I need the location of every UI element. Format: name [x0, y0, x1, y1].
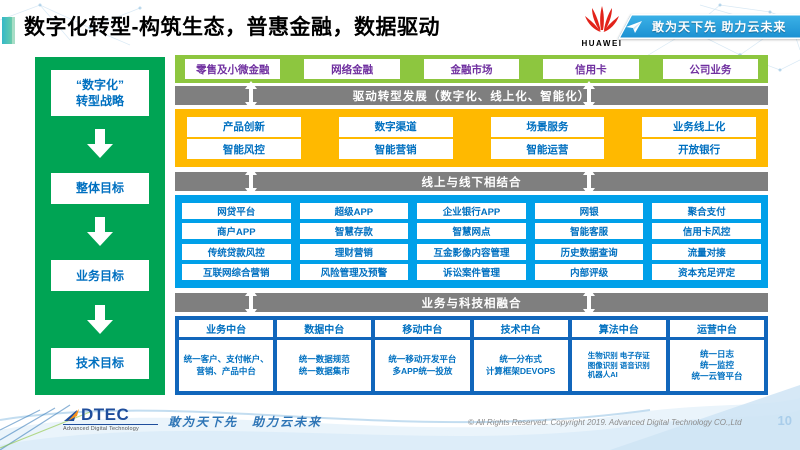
connector-online-offline: 线上与线下相结合 — [175, 167, 768, 196]
paper-plane-icon — [626, 20, 642, 33]
application-cell: 智慧存款 — [299, 223, 409, 240]
updown-arrow-icon — [583, 288, 595, 317]
arrow-down-icon — [87, 216, 113, 247]
business-lines-band: 零售及小微金融 网络金融 金融市场 信用卡 公司业务 — [175, 55, 768, 83]
business-line-cell: 零售及小微金融 — [185, 59, 281, 79]
business-line-cell: 公司业务 — [662, 59, 759, 79]
architecture-diagram: 零售及小微金融 网络金融 金融市场 信用卡 公司业务 驱动转型发展（数字化、线上… — [175, 55, 768, 395]
application-cell: 资本充足评定 — [652, 263, 761, 280]
updown-arrow-icon — [245, 288, 257, 317]
footer-slogan: 敢为天下先 助力云未来 — [168, 415, 323, 429]
application-cell: 诉讼案件管理 — [417, 263, 526, 280]
capability-row: 智能风控 智能营销 智能运营 开放银行 — [187, 139, 756, 160]
platform-title: 算法中台 — [571, 320, 666, 337]
page-number: 10 — [777, 413, 792, 428]
application-cell: 传统贷款风控 — [182, 243, 291, 260]
application-cell: 超级APP — [299, 203, 409, 220]
capability-cell: 场景服务 — [490, 116, 605, 137]
application-cell: 风险管理及预警 — [299, 263, 409, 280]
title-bar: 数字化转型-构筑生态，普惠金融，数据驱动 HUAWEI 敢为天下先 助力云未来 — [0, 6, 800, 50]
sidebar-item-tech-goal: 技术目标 — [51, 347, 149, 379]
application-cell: 互联网综合营销 — [182, 263, 291, 280]
connector-label: 线上与线下相结合 — [421, 176, 522, 189]
capability-cell: 智能营销 — [338, 139, 453, 160]
capability-cell: 智能风控 — [187, 139, 301, 160]
application-cell: 网银 — [534, 203, 644, 220]
application-cell: 商户APP — [182, 223, 291, 240]
application-band: 网贷平台 超级APP 企业银行APP 网银 聚合支付 商户APP 智慧存款 智慧… — [175, 195, 768, 288]
adtec-subtitle: Advanced Digital Technology — [63, 424, 158, 432]
platform-title: 移动中台 — [375, 320, 470, 337]
capability-row: 产品创新 数字渠道 场景服务 业务线上化 — [187, 116, 756, 137]
adtec-logo: DTEC Advanced Digital Technology — [63, 406, 158, 432]
application-cell: 流量对接 — [652, 243, 761, 260]
capability-cell: 智能运营 — [490, 139, 605, 160]
business-line-cell: 网络金融 — [304, 59, 400, 79]
capability-band: 产品创新 数字渠道 场景服务 业务线上化 智能风控 智能营销 智能运营 开放银行 — [175, 109, 768, 167]
application-cell: 网贷平台 — [182, 203, 291, 220]
footer: DTEC Advanced Digital Technology 敢为天下先 助… — [0, 395, 800, 450]
platform-title: 运营中台 — [669, 320, 765, 337]
huawei-wordmark: HUAWEI — [581, 39, 623, 48]
sidebar-item-digital-strategy: “数字化” 转型战略 — [51, 70, 149, 116]
business-line-cell: 金融市场 — [423, 59, 520, 79]
adtec-arrow-icon — [64, 409, 79, 421]
updown-arrow-icon — [245, 167, 257, 196]
platform-title: 数据中台 — [277, 320, 372, 337]
banner-slogan: 敢为天下先 助力云未来 — [652, 20, 787, 34]
platform-title: 技术中台 — [473, 320, 568, 337]
platform-desc: 生物识别 电子存证 图像识别 语音识别 机器人AI — [571, 340, 666, 391]
capability-cell: 产品创新 — [187, 116, 301, 137]
platform-column-mobile: 移动中台 统一移动开发平台 多APP统一投放 — [375, 320, 470, 391]
platform-column-operation: 运营中台 统一日志 统一监控 统一云管平台 — [669, 320, 765, 391]
application-cell: 企业银行APP — [417, 203, 526, 220]
connector-label: 业务与科技相融合 — [421, 297, 522, 310]
business-line-cell: 信用卡 — [543, 59, 639, 79]
capability-cell: 开放银行 — [642, 139, 756, 160]
application-row: 商户APP 智慧存款 智慧网点 智能客服 信用卡风控 — [182, 223, 761, 240]
copyright-text: © All Rights Reserved. Copyright 2019. A… — [468, 418, 742, 427]
application-row: 互联网综合营销 风险管理及预警 诉讼案件管理 内部评级 资本充足评定 — [182, 263, 761, 280]
sidebar-item-business-goal: 业务目标 — [51, 260, 149, 292]
application-row: 传统贷款风控 理财营销 互金影像内容管理 历史数据查询 流量对接 — [182, 243, 761, 260]
header-banner: 敢为天下先 助力云未来 — [625, 14, 800, 39]
application-cell: 历史数据查询 — [534, 243, 644, 260]
platform-column-data: 数据中台 统一数据规范 统一数据集市 — [277, 320, 372, 391]
application-cell: 智能客服 — [534, 223, 644, 240]
page-title: 数字化转型-构筑生态，普惠金融，数据驱动 — [24, 16, 440, 39]
platform-desc: 统一分布式 计算框架DEVOPS — [473, 340, 568, 391]
application-cell: 智慧网点 — [417, 223, 526, 240]
application-cell: 理财营销 — [299, 243, 409, 260]
platform-column-algorithm: 算法中台 生物识别 电子存证 图像识别 语音识别 机器人AI — [571, 320, 666, 391]
application-row: 网贷平台 超级APP 企业银行APP 网银 聚合支付 — [182, 203, 761, 220]
platform-desc: 统一移动开发平台 多APP统一投放 — [375, 340, 470, 391]
platform-desc: 统一客户、支付帐户、营销、产品中台 — [179, 340, 274, 391]
updown-arrow-icon — [583, 167, 595, 196]
huawei-flower-icon — [585, 6, 619, 32]
sidebar-item-overall-goal: 整体目标 — [51, 172, 149, 204]
connector-business-tech-fusion: 业务与科技相融合 — [175, 288, 768, 317]
title-accent-mark — [2, 17, 15, 44]
platform-desc: 统一数据规范 统一数据集市 — [277, 340, 372, 391]
platform-desc: 统一日志 统一监控 统一云管平台 — [669, 340, 765, 391]
updown-arrow-icon — [583, 81, 595, 110]
application-cell: 内部评级 — [534, 263, 644, 280]
connector-drive-transformation: 驱动转型发展（数字化、线上化、智能化） — [175, 81, 768, 110]
adtec-wordmark: DTEC — [81, 405, 130, 424]
huawei-logo: HUAWEI — [576, 4, 628, 48]
capability-cell: 数字渠道 — [338, 116, 453, 137]
arrow-down-icon — [87, 304, 113, 335]
connector-label: 驱动转型发展（数字化、线上化、智能化） — [352, 90, 591, 103]
application-cell: 信用卡风控 — [652, 223, 761, 240]
strategy-sidebar: “数字化” 转型战略 整体目标 业务目标 技术目标 — [35, 57, 165, 395]
updown-arrow-icon — [245, 81, 257, 110]
application-cell: 聚合支付 — [652, 203, 761, 220]
platform-column-business: 业务中台 统一客户、支付帐户、营销、产品中台 — [179, 320, 274, 391]
platform-column-tech: 技术中台 统一分布式 计算框架DEVOPS — [473, 320, 568, 391]
platform-title: 业务中台 — [179, 320, 274, 337]
middle-platform-band: 业务中台 统一客户、支付帐户、营销、产品中台 数据中台 统一数据规范 统一数据集… — [175, 316, 768, 395]
capability-cell: 业务线上化 — [642, 116, 756, 137]
arrow-down-icon — [87, 129, 113, 159]
application-cell: 互金影像内容管理 — [417, 243, 526, 260]
